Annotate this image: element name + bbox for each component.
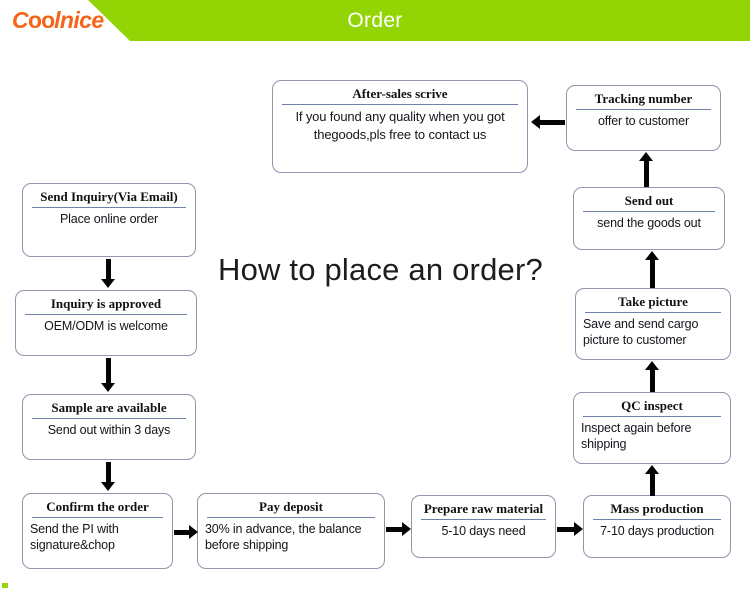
flow-box-body: Send out within 3 days (47, 423, 171, 437)
flow-box-sample-available: Sample are available Send out within 3 d… (22, 394, 196, 460)
flow-box-pay-deposit: Pay deposit 30% in advance, the balance … (197, 493, 385, 569)
flow-box-confirm-order: Confirm the order Send the PI with signa… (22, 493, 173, 569)
flow-box-title: Send out (624, 193, 674, 208)
arrow-pay-deposit-to-prepare-raw-material (386, 522, 411, 537)
flow-box-take-picture: Take picture Save and send cargo picture… (575, 288, 731, 360)
flow-box-body: Place online order (59, 212, 159, 226)
flow-box-send-inquiry: Send Inquiry(Via Email) Place online ord… (22, 183, 196, 257)
flow-box-title: Sample are available (51, 400, 167, 415)
flow-box-title: Inquiry is approved (50, 296, 162, 311)
page-header-title: Order (347, 9, 403, 32)
flow-box-divider (32, 517, 163, 518)
arrow-send-out-to-tracking-number (639, 152, 654, 187)
flow-box-title: QC inspect (621, 398, 683, 413)
flow-box-after-sales-service: After-sales scrive If you found any qual… (272, 80, 528, 173)
flow-box-title: Pay deposit (259, 499, 323, 514)
flow-box-title: Tracking number (594, 91, 693, 106)
arrow-prepare-raw-material-to-mass-production (557, 522, 583, 537)
page-title: How to place an order? (218, 252, 543, 287)
flow-box-divider (25, 314, 187, 315)
flow-box-body: Inspect again before shipping (581, 421, 692, 451)
flow-box-inquiry-approved: Inquiry is approved OEM/ODM is welcome (15, 290, 197, 356)
flow-box-body: 30% in advance, the balance before shipp… (205, 522, 362, 552)
arrow-send-inquiry-to-inquiry-approved (101, 259, 116, 288)
flow-box-divider (207, 517, 375, 518)
arrow-mass-production-to-qc-inspect (645, 465, 660, 496)
flow-box-divider (585, 312, 721, 313)
flow-box-body: send the goods out (597, 216, 701, 230)
flow-box-title: Prepare raw material (423, 501, 544, 516)
flow-box-title: Send Inquiry(Via Email) (40, 189, 178, 204)
brand-logo: Coolnice (12, 7, 104, 33)
flow-box-divider (421, 519, 546, 520)
flow-box-divider (32, 207, 186, 208)
header-green-banner (88, 0, 750, 41)
bottom-green-marker (2, 583, 8, 588)
arrow-confirm-order-to-pay-deposit (174, 525, 198, 540)
flow-box-title: Take picture (618, 294, 688, 309)
flow-box-send-out: Send out send the goods out (573, 187, 725, 250)
flow-box-body: Send the PI with signature&chop (30, 522, 119, 552)
logo-oo-glyph: oo (28, 7, 55, 33)
flow-box-title: Mass production (610, 501, 704, 516)
arrow-tracking-number-to-after-sales-service (531, 115, 565, 130)
flow-box-title: Confirm the order (46, 499, 149, 514)
arrow-sample-available-to-confirm-order (101, 462, 116, 491)
flow-box-divider (282, 104, 518, 105)
flow-box-body: Save and send cargo picture to customer (583, 317, 699, 347)
flow-box-divider (583, 211, 715, 212)
flow-box-body: OEM/ODM is welcome (44, 319, 168, 333)
flow-box-body: 5-10 days need (441, 524, 526, 538)
flow-box-mass-production: Mass production 7-10 days production (583, 495, 731, 558)
flow-box-qc-inspect: QC inspect Inspect again before shipping (573, 392, 731, 464)
flow-box-title: After-sales scrive (352, 86, 448, 101)
flow-box-divider (583, 416, 721, 417)
arrow-qc-inspect-to-take-picture (645, 361, 660, 392)
flow-box-divider (576, 109, 711, 110)
arrow-take-picture-to-send-out (645, 251, 660, 288)
flow-box-divider (32, 418, 186, 419)
flow-box-body: If you found any quality when you got th… (295, 109, 505, 142)
flow-box-prepare-raw-material: Prepare raw material 5-10 days need (411, 495, 556, 558)
flow-box-tracking-number: Tracking number offer to customer (566, 85, 721, 151)
arrow-inquiry-approved-to-sample-available (101, 358, 116, 392)
page-header: Order Coolnice (0, 0, 750, 41)
flow-box-divider (593, 519, 721, 520)
flow-box-body: offer to customer (597, 114, 689, 128)
flow-box-body: 7-10 days production (600, 524, 714, 538)
